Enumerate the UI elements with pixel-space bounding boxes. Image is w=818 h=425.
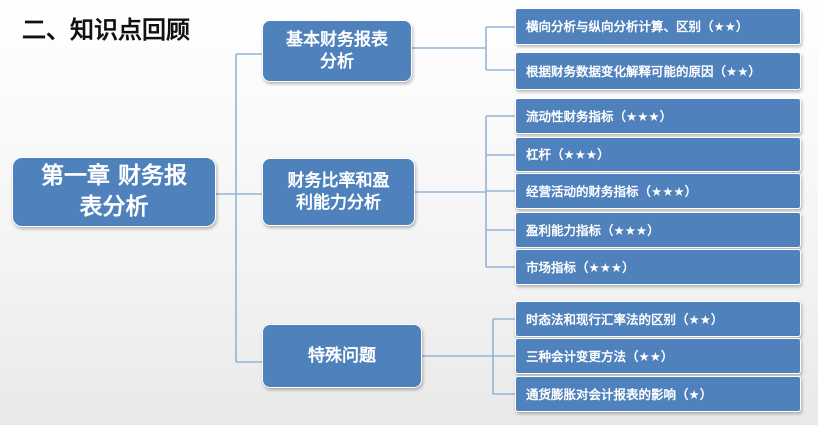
branch-node-special-issues: 特殊问题: [262, 324, 422, 388]
leaf-label: 横向分析与纵向分析计算、区别（★★）: [526, 19, 749, 34]
root-node: 第一章 财务报表分析: [12, 157, 216, 227]
connector-root: [214, 53, 264, 363]
branch-node-basic-statements: 基本财务报表分析: [262, 20, 412, 82]
leaf-label: 流动性财务指标（★★★）: [526, 108, 673, 124]
branch-node-label: 财务比率和盈利能力分析: [287, 171, 390, 213]
leaf-label: 杠杆（★★★）: [526, 147, 610, 162]
leaf-label: 根据财务数据变化解释可能的原因（★★）: [526, 63, 761, 79]
leaf-node: 通货膨胀对会计报表的影响（★）: [515, 376, 801, 412]
leaf-node: 根据财务数据变化解释可能的原因（★★）: [515, 52, 801, 90]
leaf-node: 市场指标（★★★）: [515, 249, 801, 285]
leaf-node: 横向分析与纵向分析计算、区别（★★）: [515, 8, 801, 45]
slide-title: 二、知识点回顾: [22, 16, 190, 44]
root-node-label: 第一章 财务报表分析: [40, 163, 187, 220]
branch-node-label: 特殊问题: [308, 346, 376, 366]
leaf-label: 市场指标（★★★）: [526, 259, 635, 275]
connector-branch-1: [412, 26, 516, 71]
leaf-node: 经营活动的财务指标（★★★）: [515, 173, 801, 209]
leaf-node: 盈利能力指标（★★★）: [515, 212, 801, 248]
leaf-node: 杠杆（★★★）: [515, 137, 801, 172]
leaf-label: 经营活动的财务指标（★★★）: [526, 183, 698, 199]
leaf-node: 时态法和现行汇率法的区别（★★）: [515, 301, 801, 337]
connector-branch-3: [420, 318, 516, 395]
leaf-label: 时态法和现行汇率法的区别（★★）: [526, 311, 724, 327]
leaf-label: 盈利能力指标（★★★）: [526, 222, 660, 238]
leaf-label: 通货膨胀对会计报表的影响（★）: [526, 386, 713, 402]
leaf-node: 流动性财务指标（★★★）: [515, 98, 801, 134]
connector-branch-2: [414, 115, 516, 268]
branch-node-label: 基本财务报表分析: [286, 30, 388, 72]
leaf-node: 三种会计变更方法（★★）: [515, 338, 801, 374]
leaf-label: 三种会计变更方法（★★）: [526, 348, 674, 364]
branch-node-ratio-analysis: 财务比率和盈利能力分析: [262, 158, 415, 226]
